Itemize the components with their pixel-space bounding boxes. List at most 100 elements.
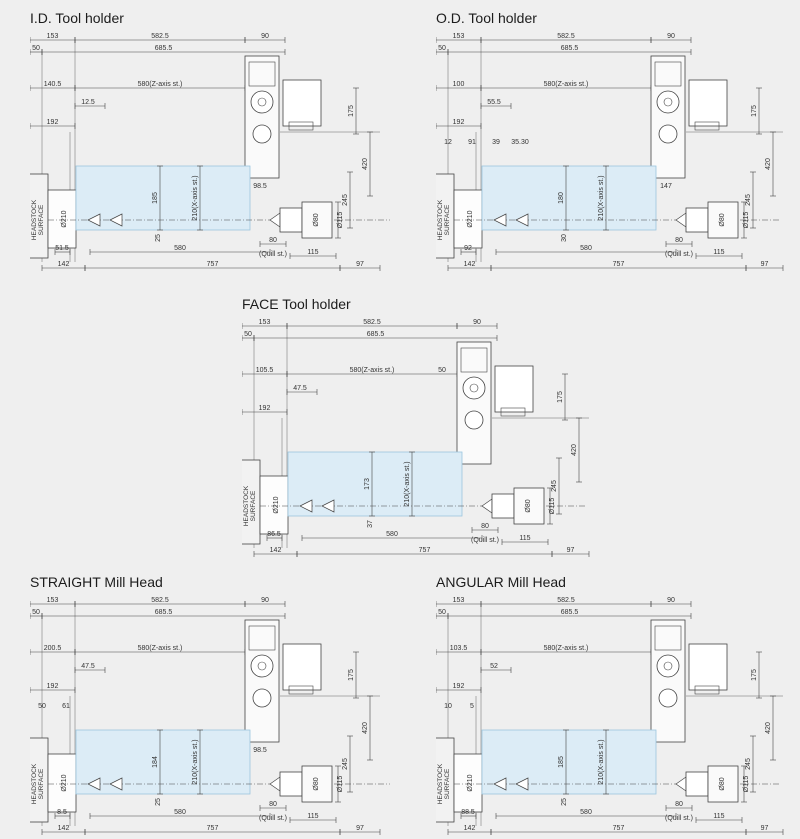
tool-disc (464, 410, 484, 430)
dimension-label: 8.5 (57, 809, 67, 816)
tailstock-quill (685, 771, 709, 797)
turret-disc (250, 90, 274, 114)
dimension-label: 580(Z-axis st.) (544, 81, 589, 88)
tailstock-body (301, 765, 333, 803)
quill-stroke-label: (Quill st.) (259, 251, 287, 258)
dimension-label: 192 (453, 683, 465, 690)
tool-disc (252, 124, 272, 144)
dimension-label: 115 (519, 535, 530, 542)
work-area (75, 165, 251, 231)
dimension-label: 245 (745, 758, 752, 770)
dimension-label: 685.5 (561, 45, 579, 52)
turret-hub (257, 97, 267, 107)
chuck-diameter-label: Ø210 (467, 210, 474, 227)
turret-motor (282, 643, 322, 691)
headstock-label: SURFACE (38, 204, 45, 235)
dimension-label: 580(Z-axis st.) (138, 81, 183, 88)
dimension-label: 50 (244, 331, 252, 338)
dimension-label: 50 (438, 609, 446, 616)
dimension-label: 685.5 (561, 609, 579, 616)
chuck-diameter-label: Ø210 (273, 496, 280, 513)
dimension-label: 12.5 (81, 99, 95, 106)
dimension-label: 100 (453, 81, 465, 88)
headstock-label: HEADSTOCK (31, 763, 38, 804)
dimension-label: 153 (47, 33, 59, 40)
tailstock-quill (279, 771, 303, 797)
motor-base (694, 685, 720, 695)
dimension-label: 153 (453, 33, 465, 40)
dimension-label: 50 (32, 45, 40, 52)
turret-disc (250, 654, 274, 678)
dimension-label: 92 (464, 245, 472, 252)
panel-title: FACE Tool holder (242, 296, 351, 312)
work-area (287, 451, 463, 517)
tool-tip (109, 777, 123, 791)
extra-dimension-label: 50 (38, 703, 46, 710)
dimension-label: 200.5 (44, 645, 62, 652)
chuck (47, 753, 77, 813)
turret-disc (656, 654, 680, 678)
turret-hub (469, 383, 479, 393)
dimension-label: 192 (259, 405, 271, 412)
chuck (259, 475, 289, 535)
dimension-label: 80 (481, 523, 489, 530)
motor-base (288, 121, 314, 131)
motor-base (288, 685, 314, 695)
dimension-label: 103.5 (450, 645, 468, 652)
dimension-label: 97 (356, 825, 364, 832)
tool-tip (515, 777, 529, 791)
panel-title: STRAIGHT Mill Head (30, 574, 163, 590)
dimension-label: 757 (207, 261, 219, 268)
quill-diameter-label: Ø80 (313, 213, 320, 226)
dimension-label: 245 (551, 480, 558, 492)
dimension-label: 420 (571, 444, 578, 456)
dimension-label: 97 (356, 261, 364, 268)
dimension-label: 580(Z-axis st.) (350, 367, 395, 374)
dimension-label: 115 (307, 249, 318, 256)
quill-diameter-label: Ø80 (719, 213, 726, 226)
dimension-label: 210(X-axis st.) (598, 739, 605, 784)
tool-tip (321, 499, 335, 513)
headstock-label: HEADSTOCK (31, 199, 38, 240)
dimension-label: 52 (490, 663, 498, 670)
turret-motor (688, 79, 728, 127)
quill-diameter-label: Ø80 (719, 777, 726, 790)
headstock-label: HEADSTOCK (243, 485, 250, 526)
extra-dimension-label: 12 (444, 139, 452, 146)
dimension-label: 580 (174, 245, 186, 252)
dimension-label: 142 (464, 825, 476, 832)
turret-station (654, 61, 682, 87)
dimension-label: 757 (207, 825, 219, 832)
dimension-label: 420 (362, 722, 369, 734)
tailstock-quill (491, 493, 515, 519)
turret-station (460, 347, 488, 373)
tool-turret-body (650, 55, 686, 179)
dimension-label: 757 (613, 261, 625, 268)
headstock-label: HEADSTOCK (437, 199, 444, 240)
dimension-label: 210(X-axis st.) (192, 175, 199, 220)
quill-diameter-label: Ø115 (743, 212, 750, 229)
dimension-label: 757 (613, 825, 625, 832)
headstock-label: SURFACE (250, 490, 257, 521)
dimension-label: 175 (348, 105, 355, 117)
dimension-label: 685.5 (155, 609, 173, 616)
extra-dimension-label: 61 (62, 703, 70, 710)
turret-station (248, 61, 276, 87)
tailstock-center (269, 776, 281, 792)
dimension-label: 142 (58, 261, 70, 268)
extra-dimension-label: 35.30 (511, 139, 529, 146)
headstock-label: HEADSTOCK (437, 763, 444, 804)
extra-dimension-label: 10 (444, 703, 452, 710)
tailstock-center (675, 212, 687, 228)
dimension-label: 582.5 (151, 33, 169, 40)
tool-turret-body (244, 619, 280, 743)
quill-stroke-label: (Quill st.) (665, 251, 693, 258)
tool-tip (493, 213, 507, 227)
tool-tip (299, 499, 313, 513)
dimension-label: 685.5 (367, 331, 385, 338)
work-dimension-label: 25 (155, 234, 162, 242)
